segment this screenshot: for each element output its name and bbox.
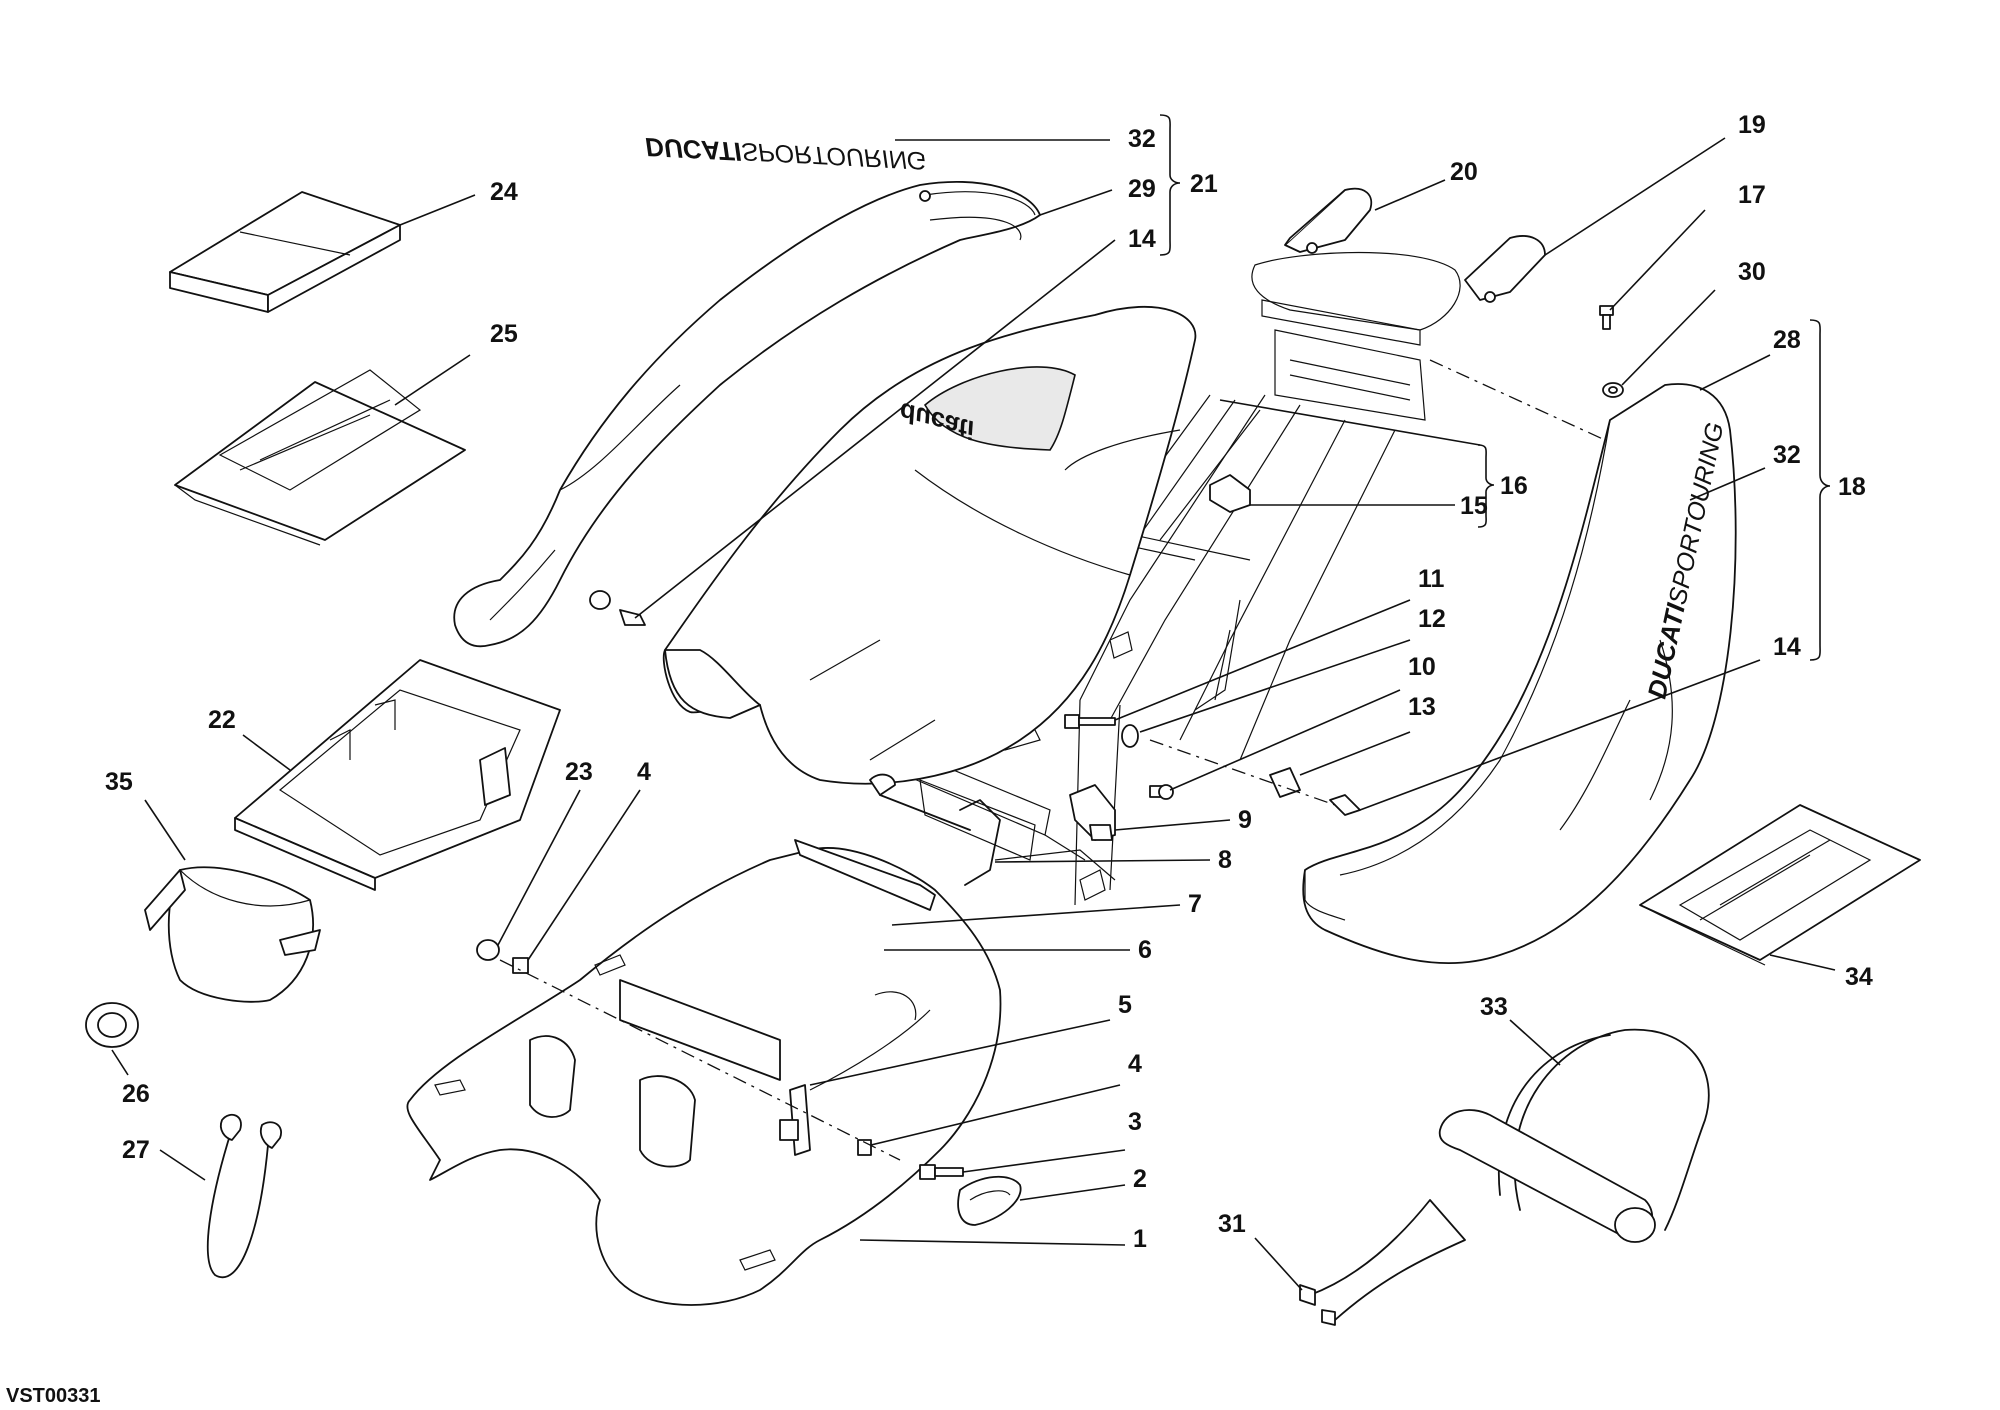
callout-26: 26 (122, 1080, 150, 1108)
callout-13: 13 (1408, 693, 1436, 721)
clip-15 (1209, 474, 1251, 513)
callout-9: 9 (1238, 806, 1252, 834)
screw-14-left (589, 590, 646, 626)
callout-18: 18 (1838, 473, 1866, 501)
disc-lock-33 (1438, 1028, 1710, 1243)
callout-17: 17 (1738, 181, 1766, 209)
callout-32-right: 32 (1773, 441, 1801, 469)
bracket-9 (1069, 784, 1116, 841)
axis-line-fairing (1429, 359, 1606, 441)
bolt-10 (1149, 784, 1174, 800)
callout-30: 30 (1738, 258, 1766, 286)
tape-roll-26 (85, 1002, 139, 1048)
drawing-code: VST00331 (6, 1385, 101, 1407)
cap-2 (957, 1175, 1022, 1226)
callout-14-left: 14 (1128, 225, 1156, 253)
callout-16: 16 (1500, 472, 1528, 500)
bolt-17 (1599, 305, 1614, 330)
callout-14-right: 14 (1773, 633, 1801, 661)
callout-4-left: 4 (637, 758, 651, 786)
callout-7: 7 (1188, 890, 1202, 918)
tray-22 (234, 659, 561, 891)
grab-handle-20 (1284, 187, 1373, 254)
callout-31: 31 (1218, 1210, 1246, 1238)
washer-12 (1121, 724, 1139, 748)
left-fairing-decal-model: SPORTOURING (740, 137, 926, 175)
axis-line-undertray (499, 959, 901, 1161)
callout-25: 25 (490, 320, 518, 348)
nut-4a (512, 957, 529, 974)
callout-3: 3 (1128, 1108, 1142, 1136)
callout-21: 21 (1190, 170, 1218, 198)
callout-35: 35 (105, 768, 133, 796)
left-tail-fairing: DUCATISPORTOURING (453, 132, 1041, 648)
cable-27 (206, 1113, 282, 1278)
callout-22: 22 (208, 706, 236, 734)
pouch-25 (174, 369, 466, 546)
callout-5: 5 (1118, 991, 1132, 1019)
right-tail-fairing: DUCATISPORTOURING (1302, 383, 1737, 965)
callout-10: 10 (1408, 653, 1436, 681)
manual-24 (169, 191, 401, 313)
callout-27: 27 (122, 1136, 150, 1164)
bolt-3 (919, 1164, 964, 1180)
left-fairing-decal-brand: DUCATI (644, 132, 742, 167)
tool-bag-35 (144, 866, 321, 1003)
cable-31 (1299, 1199, 1466, 1326)
callout-28: 28 (1773, 326, 1801, 354)
pouch-34 (1639, 804, 1921, 966)
grommet-23 (476, 939, 500, 961)
seat: ducati (662, 306, 1197, 785)
washer-30 (1602, 382, 1624, 398)
callout-1: 1 (1133, 1225, 1147, 1253)
hook-8 (869, 773, 1001, 886)
callout-4-right: 4 (1128, 1050, 1142, 1078)
leader-lines (111, 114, 1836, 1291)
spacer-13 (1269, 767, 1301, 798)
callout-34: 34 (1845, 963, 1873, 991)
callout-labels: 32 29 14 21 24 25 20 19 17 30 28 32 18 1… (105, 111, 1873, 1253)
callout-8: 8 (1218, 846, 1232, 874)
callout-11: 11 (1418, 565, 1445, 593)
callout-29: 29 (1128, 175, 1156, 203)
undertray (406, 839, 1002, 1306)
callout-20: 20 (1450, 158, 1478, 186)
callout-15: 15 (1460, 492, 1488, 520)
callout-33: 33 (1480, 993, 1508, 1021)
grab-handle-19 (1464, 235, 1546, 303)
bolt-11 (1064, 714, 1116, 729)
left-fairing-decal: DUCATISPORTOURING (644, 132, 927, 177)
callout-6: 6 (1138, 936, 1152, 964)
callout-12: 12 (1418, 605, 1446, 633)
callout-24: 24 (490, 178, 518, 206)
lock-5 (779, 1084, 811, 1156)
axis-line-hardware (1149, 739, 1336, 806)
callout-32-left: 32 (1128, 125, 1156, 153)
callout-19: 19 (1738, 111, 1766, 139)
callout-2: 2 (1133, 1165, 1147, 1193)
callout-23: 23 (565, 758, 593, 786)
